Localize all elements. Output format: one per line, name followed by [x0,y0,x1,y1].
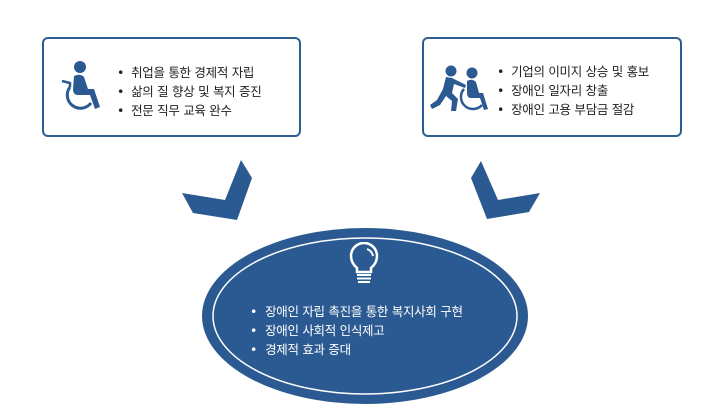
arrow-down-right-icon [182,160,252,220]
list-item: 경제적 효과 증대 [250,340,463,359]
combined-outcome-list: 장애인 자립 촉진을 통한 복지사회 구현 장애인 사회적 인식제고 경제적 효… [250,302,463,359]
company-benefits-list: 기업의 이미지 상승 및 홍보 장애인 일자리 창출 장애인 고용 부담금 절감 [497,62,649,119]
list-item: 기업의 이미지 상승 및 홍보 [497,62,649,81]
wheelchair-person-icon [61,61,100,110]
list-item: 장애인 자립 촉진을 통한 복지사회 구현 [250,302,463,321]
lightbulb-icon [349,242,379,283]
individual-benefits-box: 취업을 통한 경제적 자립 삶의 질 향상 및 복지 증진 전문 직무 교육 완… [42,37,301,137]
combined-outcome-ellipse: 장애인 자립 촉진을 통한 복지사회 구현 장애인 사회적 인식제고 경제적 효… [200,226,530,406]
individual-benefits-list: 취업을 통한 경제적 자립 삶의 질 향상 및 복지 증진 전문 직무 교육 완… [117,63,262,120]
list-item: 전문 직무 교육 완수 [117,101,261,120]
person-pushing-wheelchair-icon [430,65,488,111]
list-item: 취업을 통한 경제적 자립 [117,63,261,82]
list-item: 장애인 사회적 인식제고 [250,321,463,340]
company-benefits-box: 기업의 이미지 상승 및 홍보 장애인 일자리 창출 장애인 고용 부담금 절감 [422,37,682,137]
arrow-down-left-icon [471,161,540,219]
list-item: 장애인 일자리 창출 [497,81,649,100]
list-item: 삶의 질 향상 및 복지 증진 [117,82,262,101]
list-item: 장애인 고용 부담금 절감 [497,100,649,119]
